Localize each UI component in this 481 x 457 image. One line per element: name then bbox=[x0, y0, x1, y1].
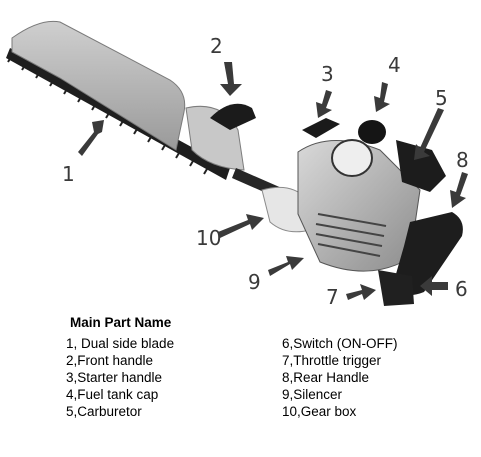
arrow-8 bbox=[450, 172, 468, 208]
starter-handle bbox=[302, 118, 340, 138]
legend-entry: 1, Dual side blade bbox=[66, 336, 175, 351]
callout-arrows bbox=[78, 62, 468, 300]
legend-left-column: 1, Dual side blade 2,Front handle 3,Star… bbox=[66, 335, 174, 420]
arrow-1 bbox=[78, 120, 104, 156]
legend-entry: 8,Rear Handle bbox=[282, 370, 370, 385]
arrow-9 bbox=[268, 256, 304, 276]
arrow-5 bbox=[414, 108, 444, 160]
blade-cover bbox=[11, 20, 186, 151]
legend-entry: 10,Gear box bbox=[282, 404, 357, 419]
throttle-trigger bbox=[378, 270, 414, 306]
callout-4: 4 bbox=[388, 53, 401, 77]
legend-entry: 4,Fuel tank cap bbox=[66, 387, 159, 402]
arrow-4 bbox=[374, 82, 390, 112]
legend-title: Main Part Name bbox=[70, 315, 172, 330]
callout-10: 10 bbox=[196, 226, 222, 250]
fuel-tank-cap bbox=[358, 120, 386, 144]
legend-entry: 6,Switch (ON-OFF) bbox=[282, 336, 398, 351]
arrow-6 bbox=[420, 276, 448, 296]
arrow-7 bbox=[346, 284, 376, 300]
callout-9: 9 bbox=[248, 270, 261, 294]
arrow-10 bbox=[218, 214, 264, 238]
callout-8: 8 bbox=[456, 148, 469, 172]
legend-entry: 5,Carburetor bbox=[66, 404, 142, 419]
callout-5: 5 bbox=[435, 86, 448, 110]
carburetor bbox=[396, 140, 446, 192]
arrow-3 bbox=[316, 90, 332, 118]
callout-1: 1 bbox=[62, 162, 75, 186]
legend-right-column: 6,Switch (ON-OFF) 7,Throttle trigger 8,R… bbox=[282, 335, 398, 420]
rear-handle bbox=[392, 212, 463, 296]
legend-entry: 9,Silencer bbox=[282, 387, 343, 402]
legend-entry: 2,Front handle bbox=[66, 353, 154, 368]
callout-3: 3 bbox=[321, 62, 334, 86]
callout-6: 6 bbox=[455, 277, 468, 301]
callout-7: 7 bbox=[326, 285, 339, 309]
arrow-2 bbox=[220, 62, 242, 96]
legend-entry: 7,Throttle trigger bbox=[282, 353, 382, 368]
legend-entry: 3,Starter handle bbox=[66, 370, 163, 385]
engine-grille bbox=[315, 213, 387, 257]
recoil-cover bbox=[331, 139, 373, 177]
callout-2: 2 bbox=[210, 34, 223, 58]
front-handle bbox=[210, 103, 256, 130]
